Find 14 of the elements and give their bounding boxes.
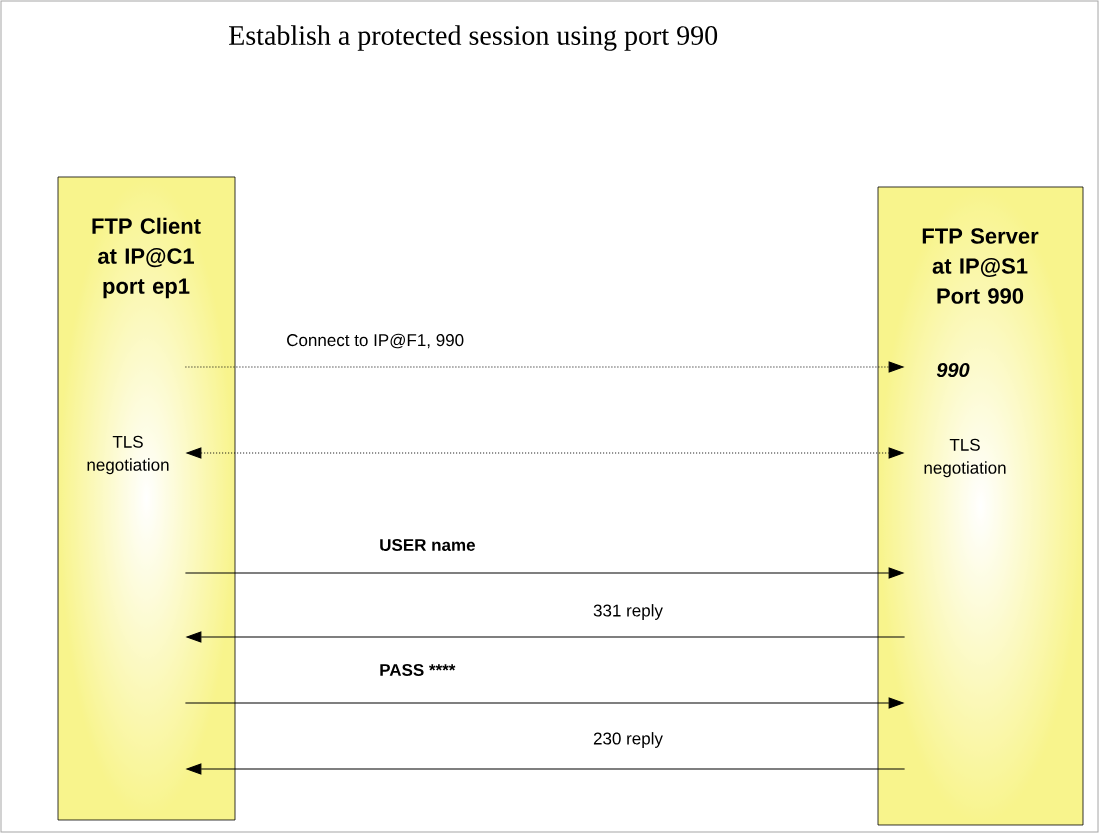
edge-label: 331 reply [593, 604, 663, 620]
arrow [186, 447, 904, 459]
arrow [184, 361, 904, 373]
edge-label: Connect to IP@F1, 990 [287, 333, 464, 349]
arrow [186, 631, 906, 643]
arrow [184, 697, 904, 709]
lifeline-box: FTP Client at IP@C1 port ep1 TLS negotiation [57, 176, 236, 821]
lifeline-box: FTP Server at IP@S1 Port 990 990 TLS negotiation [877, 186, 1084, 826]
arrow [184, 567, 904, 579]
title: Establish a protected session using port 990 [229, 25, 718, 51]
edge-label: PASS **** [380, 664, 456, 676]
arrow [186, 763, 906, 775]
edge-label: 230 reply [593, 732, 663, 748]
edge-label: USER name [380, 539, 475, 551]
